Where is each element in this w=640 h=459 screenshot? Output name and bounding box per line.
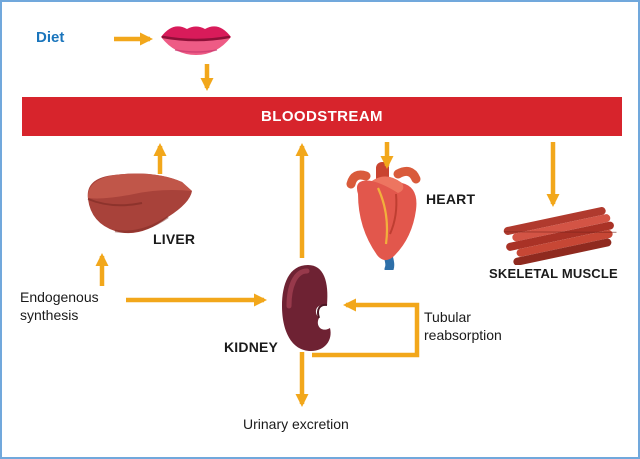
kidney-label: KIDNEY	[224, 339, 279, 355]
diet-label: Diet	[36, 29, 65, 46]
liver-icon	[82, 169, 197, 245]
endogenous-synthesis-label: Endogenous synthesis	[20, 289, 99, 323]
mouth-lips-icon	[155, 15, 237, 59]
bloodstream-bar: BLOODSTREAM	[22, 97, 622, 136]
tubular-reabsorption-label: Tubular reabsorption	[424, 309, 502, 343]
kidney-icon	[278, 262, 336, 354]
skeletal-muscle-icon	[500, 207, 622, 265]
urinary-excretion-label: Urinary excretion	[243, 416, 349, 432]
heart-icon	[346, 160, 424, 270]
liver-label: LIVER	[153, 231, 196, 247]
bloodstream-label: BLOODSTREAM	[261, 108, 383, 125]
heart-label: HEART	[426, 191, 476, 207]
skeletal-muscle-label: SKELETAL MUSCLE	[489, 266, 618, 281]
